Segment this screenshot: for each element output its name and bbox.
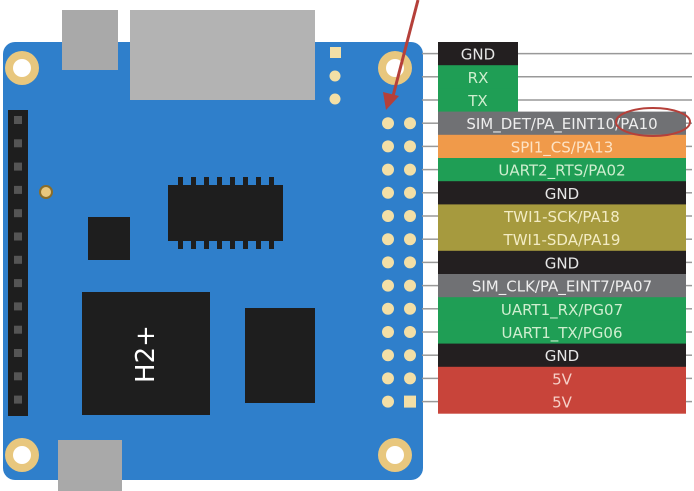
pin-label: UART2_RTS/PA02 bbox=[498, 162, 625, 181]
pin-label-bg bbox=[438, 158, 686, 182]
pin-label-bg bbox=[438, 320, 686, 345]
pin-label-bg bbox=[438, 297, 686, 321]
soc-label: H2+ bbox=[131, 325, 161, 383]
pin-label-bg bbox=[438, 42, 518, 66]
pin-label: GND bbox=[545, 347, 579, 365]
annotation-arrow bbox=[390, 0, 420, 101]
debug-uart-pins bbox=[329, 47, 341, 105]
pin-label-bg bbox=[438, 227, 686, 252]
gpio-pin bbox=[382, 233, 394, 246]
header-pin bbox=[14, 372, 22, 381]
pin-label-bg bbox=[438, 250, 686, 275]
pin-label: TX bbox=[467, 92, 487, 110]
pin-label: TWI1-SDA/PA19 bbox=[503, 231, 621, 249]
header-pin bbox=[14, 185, 22, 194]
gpio-pin bbox=[382, 210, 394, 222]
small-chip bbox=[88, 217, 130, 260]
highlight-ellipse bbox=[615, 107, 691, 137]
pin-label: 5V bbox=[552, 370, 573, 388]
pin-label: SPI1_CS/PA13 bbox=[511, 138, 614, 157]
pcb-board bbox=[3, 42, 423, 480]
h2-soc-chip bbox=[82, 292, 210, 415]
pin-label-bg bbox=[438, 204, 686, 229]
header-pin bbox=[14, 139, 22, 148]
memory-chip bbox=[245, 308, 315, 403]
pin-label-bg bbox=[438, 88, 518, 113]
gpio-header-pins bbox=[382, 117, 416, 408]
gpio-pin bbox=[382, 256, 394, 269]
gpio-pin-1 bbox=[404, 395, 416, 408]
pin-label-bg bbox=[438, 134, 686, 159]
gpio-pin bbox=[404, 140, 416, 153]
gpio-pin bbox=[404, 256, 416, 269]
pin-label-bg bbox=[438, 181, 686, 205]
pin-label-bg bbox=[438, 343, 686, 368]
header-pin bbox=[14, 162, 22, 171]
header-pin bbox=[14, 395, 22, 404]
pin-label: SIM_DET/PA_EINT10/PA10 bbox=[466, 115, 657, 134]
pin-label: GND bbox=[461, 46, 495, 64]
gpio-pin bbox=[382, 163, 394, 176]
pin-label-bg bbox=[438, 111, 686, 136]
pin-label: TWI1-SCK/PA18 bbox=[503, 208, 620, 226]
pin-label: UART1_RX/PG07 bbox=[501, 301, 623, 320]
gpio-pin bbox=[404, 302, 416, 315]
sop-chip bbox=[168, 177, 283, 249]
pin-label-bg bbox=[438, 366, 686, 391]
header-pin bbox=[14, 325, 22, 334]
micro-usb-connector bbox=[58, 440, 122, 491]
pin-label: 5V bbox=[552, 394, 573, 412]
left-header-pins bbox=[14, 116, 22, 404]
gpio-pin bbox=[382, 372, 394, 385]
pin-label-bg bbox=[438, 274, 686, 298]
gpio-pin bbox=[404, 279, 416, 292]
gpio-pin bbox=[382, 302, 394, 315]
gpio-pin bbox=[382, 279, 394, 292]
header-pin bbox=[14, 279, 22, 288]
gpio-pin bbox=[382, 140, 394, 153]
pin-label-bg bbox=[438, 65, 518, 89]
gpio-pin bbox=[382, 117, 394, 130]
gpio-pin bbox=[404, 326, 416, 338]
header-pin bbox=[14, 255, 22, 264]
arrow-head-icon bbox=[383, 92, 399, 110]
pin-label: SIM_CLK/PA_EINT7/PA07 bbox=[472, 278, 652, 297]
header-pin bbox=[14, 302, 22, 311]
header-pin bbox=[14, 209, 22, 218]
header-pin bbox=[14, 116, 22, 124]
pin-label: GND bbox=[545, 185, 579, 203]
gpio-pin bbox=[404, 349, 416, 362]
header-pin bbox=[14, 349, 22, 357]
pin-labels: GND RX TX SIM_DET/PA_EINT10/PA10SPI1_CS/PA1… bbox=[422, 42, 692, 414]
gpio-pin bbox=[382, 186, 394, 199]
pin-label-bg bbox=[438, 390, 686, 414]
gpio-pin bbox=[404, 372, 416, 385]
pin-label: RX bbox=[468, 69, 489, 87]
gpio-pin bbox=[404, 233, 416, 246]
pin-label: UART1_TX/PG06 bbox=[501, 324, 622, 343]
gpio-pin bbox=[382, 395, 394, 408]
gpio-pin bbox=[404, 186, 416, 199]
gpio-pin bbox=[404, 117, 416, 130]
gpio-pin bbox=[404, 210, 416, 222]
gpio-pin bbox=[382, 349, 394, 362]
pin-label: GND bbox=[545, 254, 579, 272]
gpio-pin bbox=[382, 326, 394, 338]
header-pin bbox=[14, 232, 22, 241]
gpio-pin bbox=[404, 163, 416, 176]
led bbox=[39, 185, 53, 199]
